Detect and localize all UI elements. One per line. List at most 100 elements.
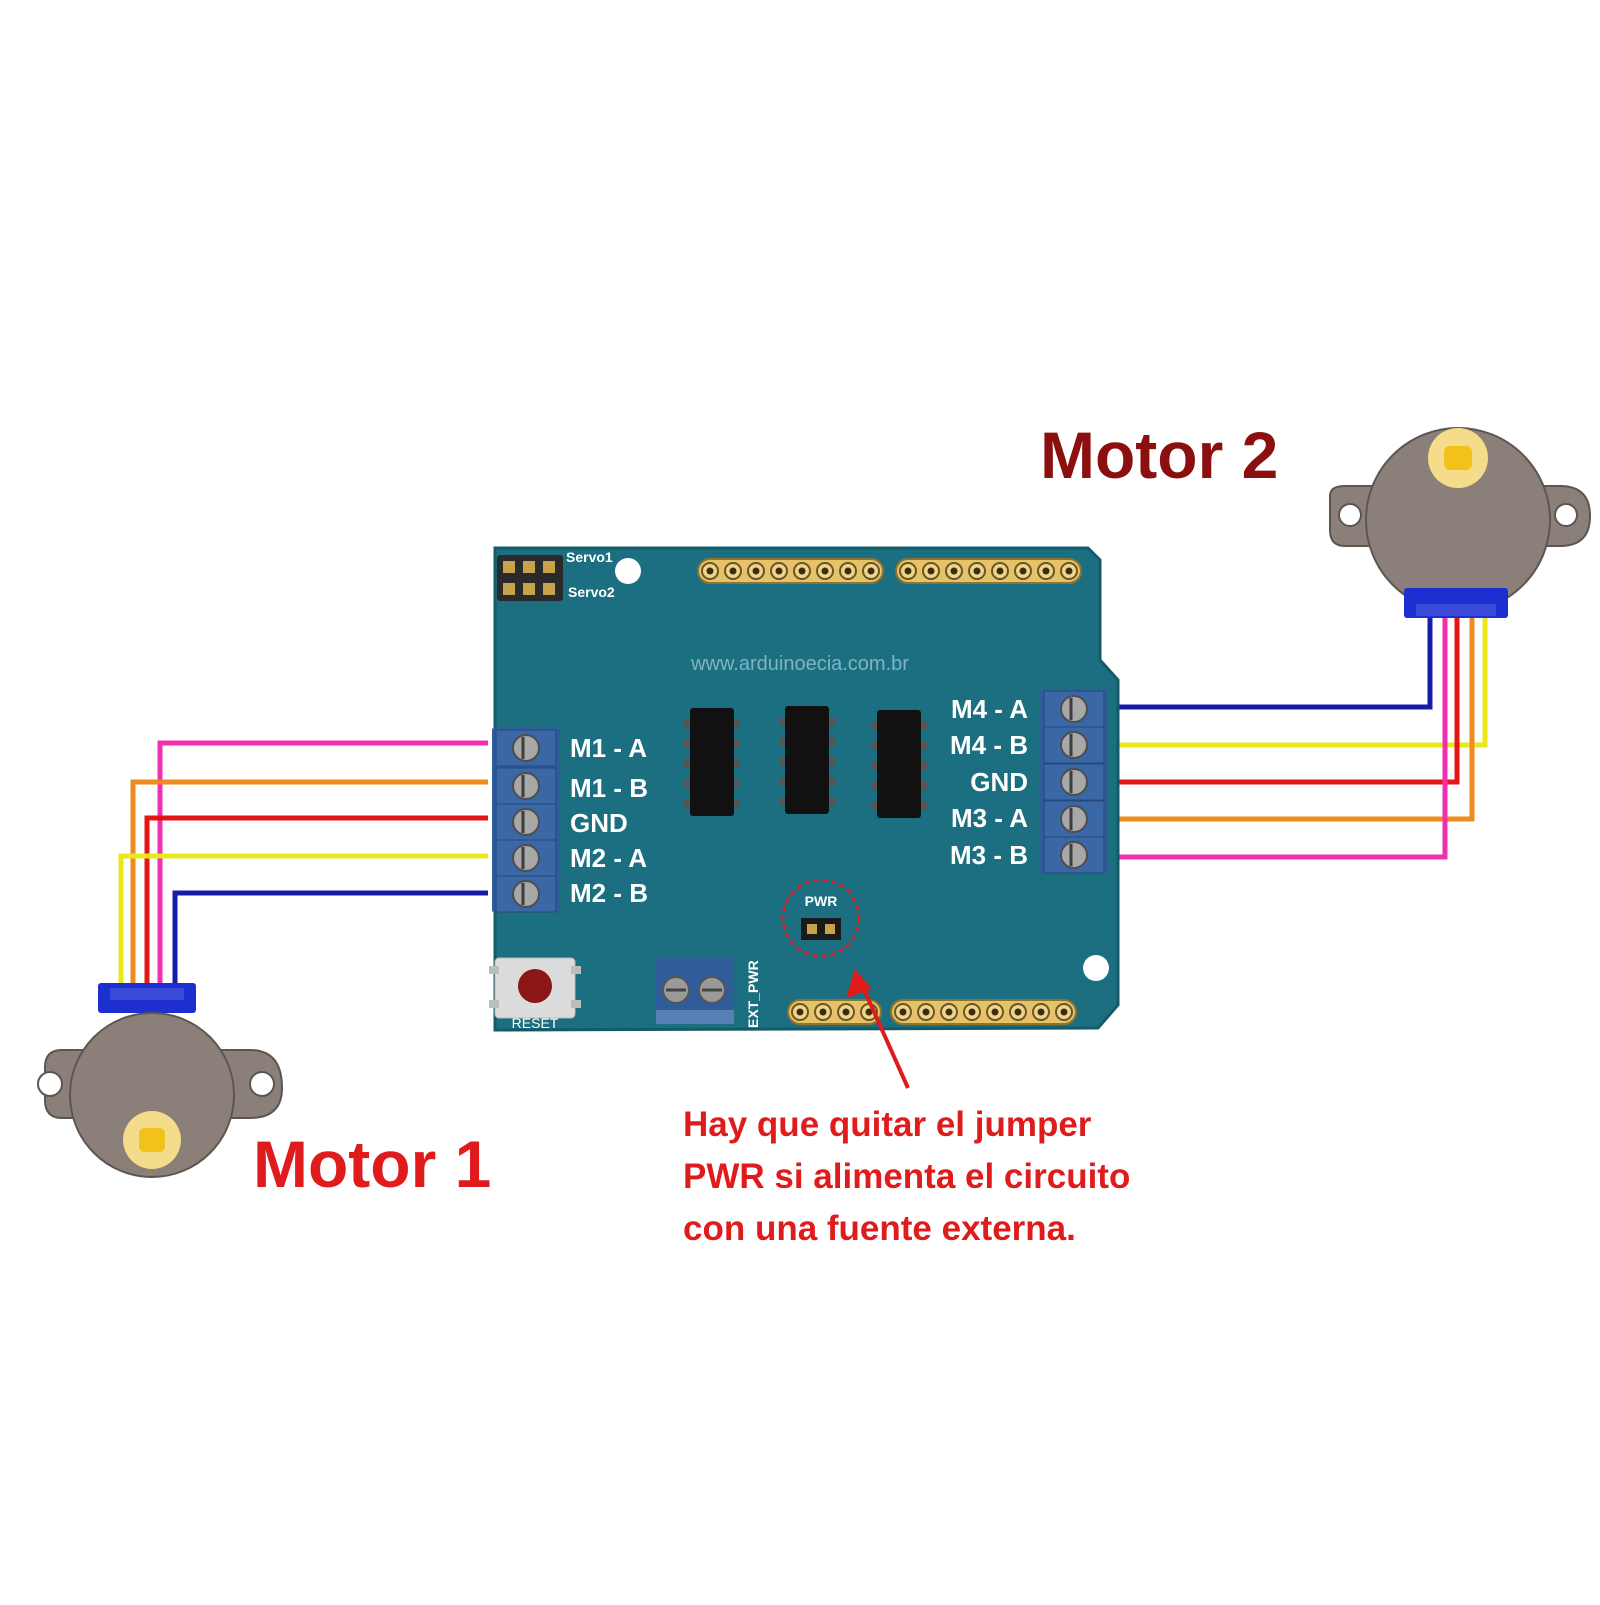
header-top-left-pin-hole	[798, 567, 806, 575]
right-terminal-screw	[1060, 768, 1088, 796]
ic-pin	[779, 718, 785, 726]
ic-pin	[829, 738, 835, 746]
right-terminal-screw	[1060, 731, 1088, 759]
header-top-left-pin-hole	[752, 567, 760, 575]
wire-m1-a	[157, 740, 488, 985]
ic-pin	[684, 760, 690, 768]
ic-pin	[779, 798, 785, 806]
header-top-left-pin-hole	[775, 567, 783, 575]
left-terminal-screw	[512, 734, 540, 762]
header-top-right-strip	[895, 558, 1082, 584]
note-line-2: PWR si alimenta el circuito	[683, 1157, 1130, 1196]
wire-m2-a	[118, 853, 488, 985]
ic-pin	[684, 720, 690, 728]
ic-pin	[921, 802, 927, 810]
ic-pin	[734, 780, 740, 788]
ic-pin	[921, 782, 927, 790]
ic-pin	[779, 778, 785, 786]
ic-chip	[690, 708, 734, 816]
header-top-right-pin-hole	[1065, 567, 1073, 575]
header-bottom-left-pin-hole	[842, 1008, 850, 1016]
ic-pin	[829, 798, 835, 806]
motor-1: Motor 1	[37, 983, 491, 1201]
ic-pin	[684, 740, 690, 748]
motor-2: Motor 2	[1040, 418, 1592, 618]
ic-pin	[871, 722, 877, 730]
header-bottom-right-strip	[890, 999, 1077, 1025]
ext-pwr-terminal: EXT_PWR	[656, 958, 761, 1028]
terminal-label-m2-a: M2 - A	[570, 843, 647, 873]
motor2-wires	[1105, 615, 1488, 860]
header-top-left	[697, 558, 884, 584]
website-label: www.arduinoecia.com.br	[690, 653, 909, 675]
left-terminal-screw	[512, 880, 540, 908]
reset-label: RESET	[512, 1015, 559, 1031]
terminal-label-m3-b: M3 - B	[950, 840, 1028, 870]
header-top-right-pin-hole	[996, 567, 1004, 575]
ic-chips	[684, 706, 927, 818]
wire-m3-b	[1105, 615, 1448, 860]
ext-pwr-label: EXT_PWR	[745, 960, 761, 1028]
header-bottom-right-pin-hole	[922, 1008, 930, 1016]
ic-pin	[871, 762, 877, 770]
note-line-3: con una fuente externa.	[683, 1209, 1076, 1248]
ic-pin	[829, 718, 835, 726]
header-bottom-left-strip	[787, 999, 882, 1025]
ic-pin	[684, 800, 690, 808]
ic-pin	[779, 758, 785, 766]
header-bottom-right-pin-hole	[899, 1008, 907, 1016]
left-terminal-screws	[495, 729, 557, 913]
ic-chip	[785, 706, 829, 814]
header-bottom-right-pin-hole	[1060, 1008, 1068, 1016]
ic-pin	[829, 758, 835, 766]
header-top-left-pin-hole	[706, 567, 714, 575]
ic-pin	[871, 742, 877, 750]
motor1-body	[69, 1012, 235, 1178]
header-bottom-right-pin-hole	[968, 1008, 976, 1016]
pwr-label: PWR	[805, 893, 838, 909]
header-top-right-pin-hole	[973, 567, 981, 575]
ic-pin	[734, 740, 740, 748]
header-top-right-pin-hole	[927, 567, 935, 575]
wire-m4-b	[1105, 615, 1488, 748]
header-top-right-pin-hole	[950, 567, 958, 575]
header-top-left-pin-hole	[844, 567, 852, 575]
terminal-label-m1-b: M1 - B	[570, 773, 648, 803]
jumper-warning: Hay que quitar el jumper PWR si alimenta…	[683, 969, 1130, 1248]
note-arrow-head	[846, 969, 872, 998]
header-top-left-pin-hole	[821, 567, 829, 575]
header-bottom-right-pin-hole	[1037, 1008, 1045, 1016]
mount-hole-bottom	[1083, 955, 1109, 981]
ic-pin	[734, 760, 740, 768]
header-top-right-pin-hole	[904, 567, 912, 575]
right-terminal-screw	[1060, 805, 1088, 833]
wire-gnd-right	[1105, 615, 1460, 785]
ic-pin	[734, 720, 740, 728]
header-top-right-pin-hole	[1019, 567, 1027, 575]
header-bottom-left	[787, 999, 882, 1025]
reset-button: RESET	[489, 957, 581, 1031]
terminal-label-m4-b: M4 - B	[950, 730, 1028, 760]
motor-shield-board: Servo1 Servo2 www.arduinoecia.com.br M1 …	[489, 546, 1120, 1032]
motor1-title: Motor 1	[253, 1127, 491, 1201]
wire-m3-a	[1105, 615, 1475, 822]
ic-pin	[829, 778, 835, 786]
servo1-label: Servo1	[566, 549, 613, 565]
header-bottom-left-pin-hole	[819, 1008, 827, 1016]
note-line-1: Hay que quitar el jumper	[683, 1105, 1092, 1144]
ic-pin	[779, 738, 785, 746]
header-top-left-pin-hole	[729, 567, 737, 575]
note-arrow	[860, 984, 910, 1089]
header-bottom-right-pin-hole	[945, 1008, 953, 1016]
header-top-right	[895, 558, 1082, 584]
mount-hole-top	[615, 558, 641, 584]
right-terminal-screw	[1060, 841, 1088, 869]
servo-header	[497, 555, 563, 601]
header-bottom-left-pin-hole	[796, 1008, 804, 1016]
ic-pin	[734, 800, 740, 808]
ic-pin	[871, 782, 877, 790]
terminal-label-m2-b: M2 - B	[570, 878, 648, 908]
left-terminal-labels: M1 - A M1 - B GND M2 - A M2 - B	[570, 733, 648, 908]
